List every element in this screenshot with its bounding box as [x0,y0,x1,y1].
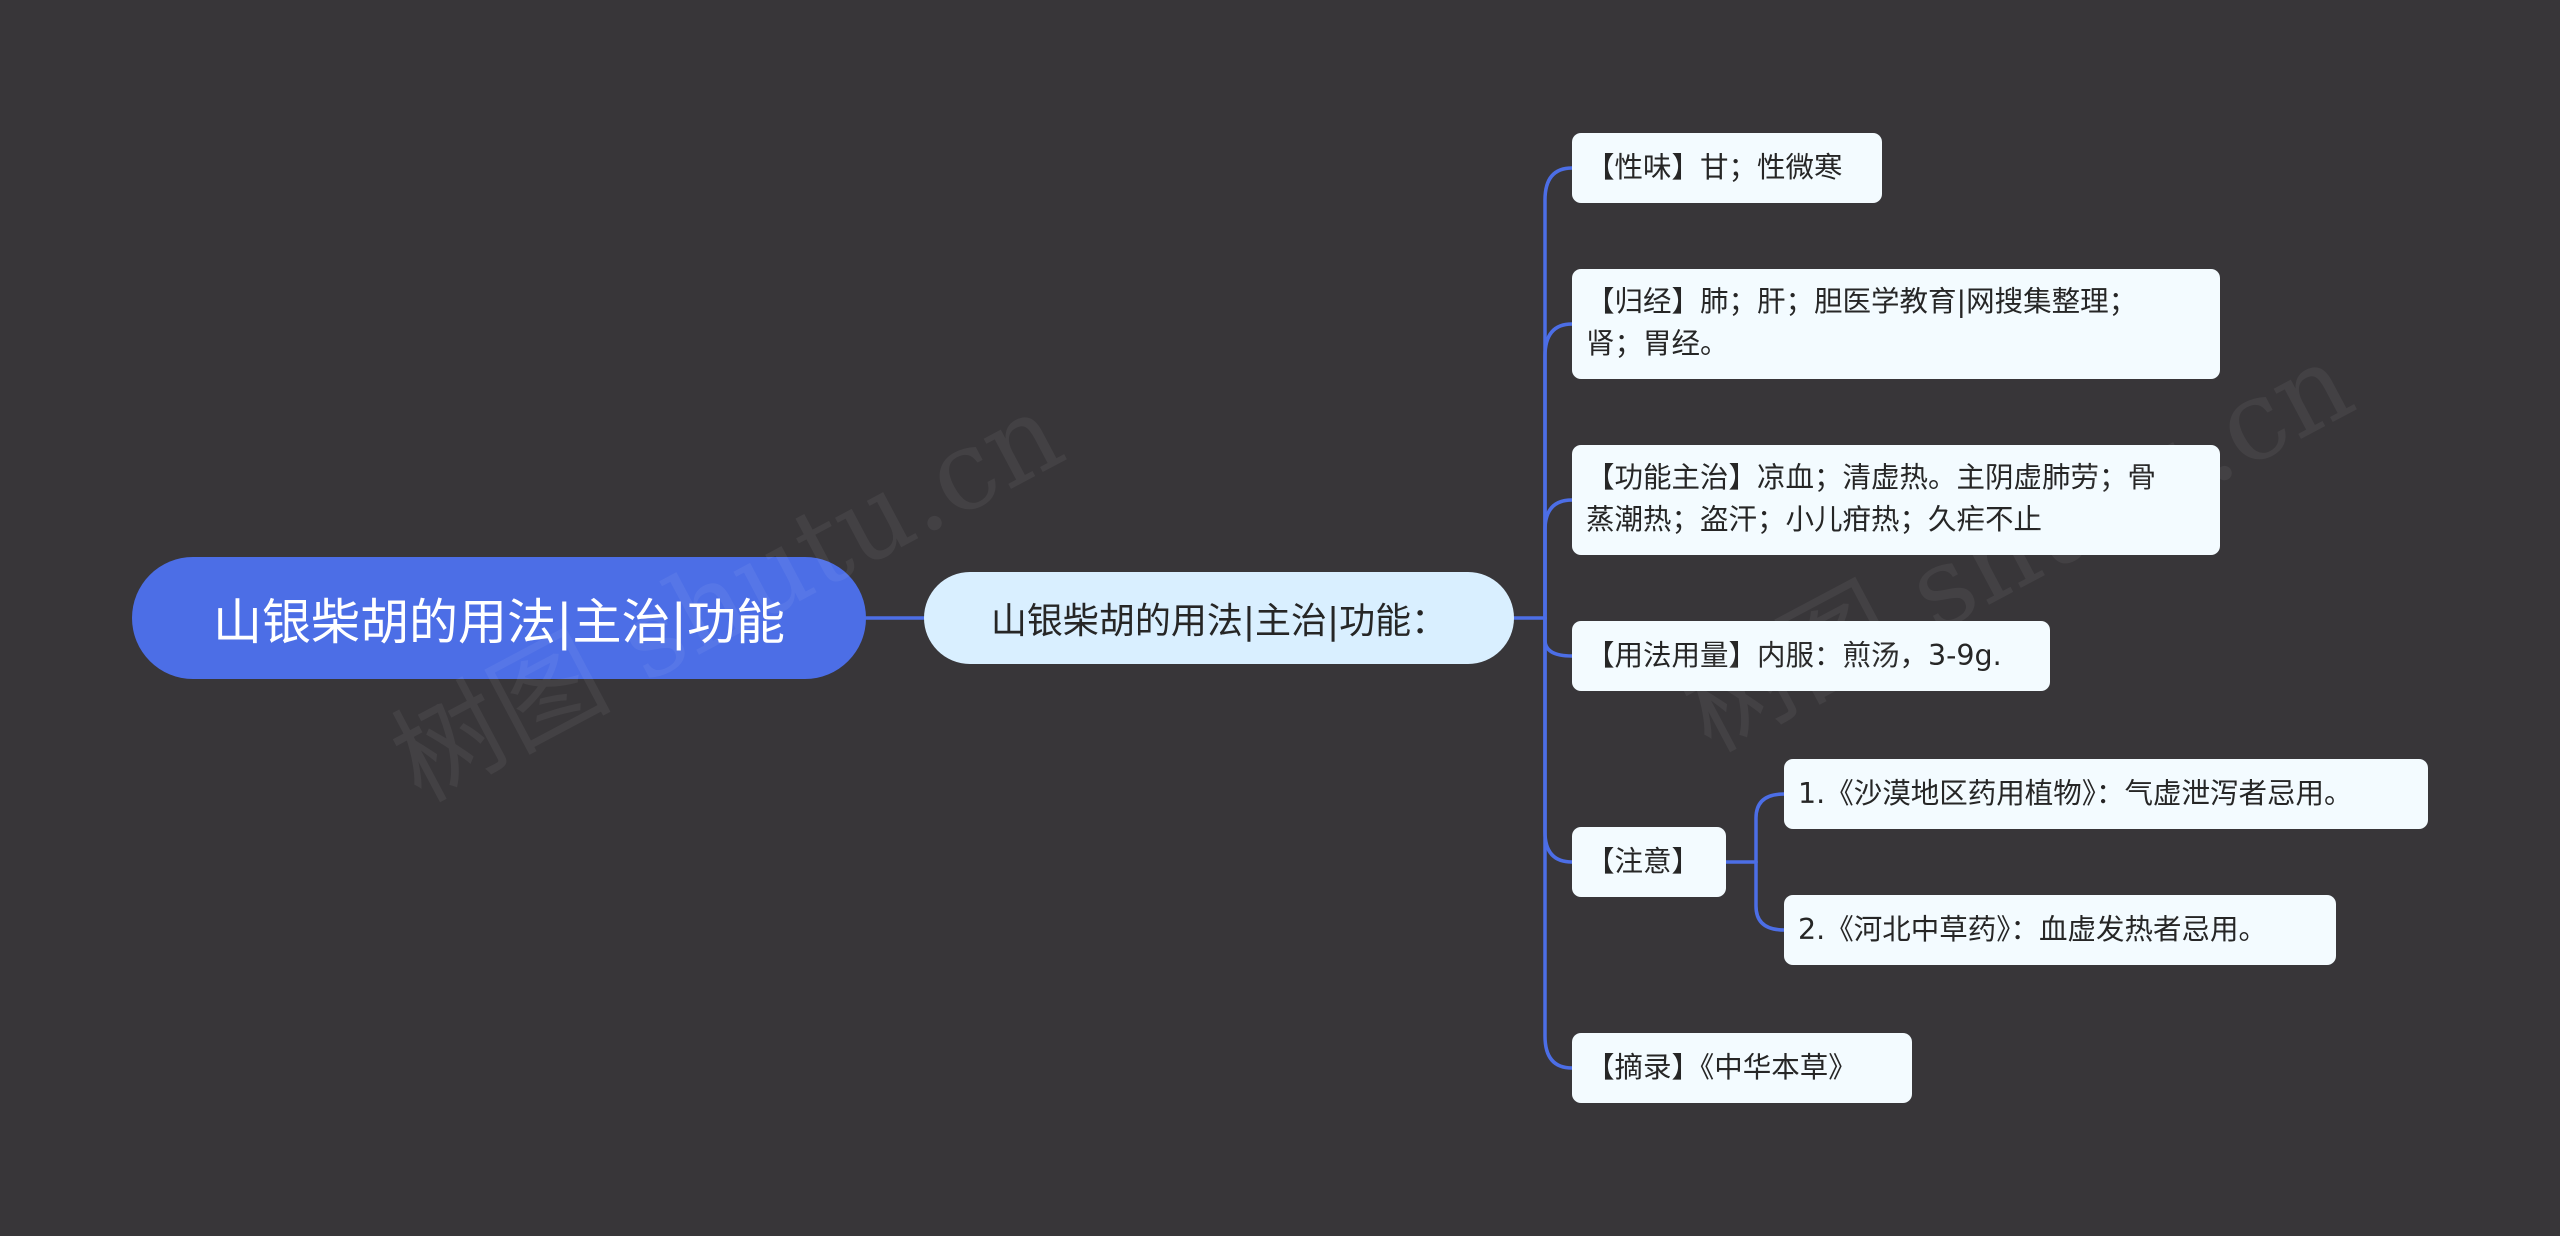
connector-branch-yongfa [1543,616,1574,658]
connector-zhuyi-child-1 [1754,792,1786,864]
branch-guijing[interactable]: 【归经】肺；肝；胆医学教育|网搜集整理； 肾；胃经。 [1572,269,2220,379]
branch-gongneng-text: 【功能主治】凉血；清虚热。主阴虚肺劳；骨 蒸潮热；盗汗；小儿疳热；久疟不止 [1586,457,2156,541]
connector-zhuyi-child-2 [1754,860,1786,932]
branch-xingwei[interactable]: 【性味】甘；性微寒 [1572,133,1882,203]
branch-yongfa[interactable]: 【用法用量】内服：煎汤，3-9g. [1572,621,2050,691]
zhuyi-child-2[interactable]: 2.《河北中草药》：血虚发热者忌用。 [1784,895,2336,965]
root-topic[interactable]: 山银柴胡的用法|主治|功能 [132,557,866,679]
branch-yongfa-label: 【用法用量】内服：煎汤，3-9g. [1586,639,2002,672]
connector-branch-xingwei [1543,166,1574,620]
branch-zhuyi-label: 【注意】 [1586,845,1701,878]
zhuyi-child-1[interactable]: 1.《沙漠地区药用植物》：气虚泄泻者忌用。 [1784,759,2428,829]
branch-xingwei-label: 【性味】甘；性微寒 [1586,151,1843,184]
connector-branch-gongneng [1543,498,1574,620]
main-topic[interactable]: 山银柴胡的用法|主治|功能： [924,572,1514,664]
branch-guijing-text: 【归经】肺；肝；胆医学教育|网搜集整理； 肾；胃经。 [1586,281,2137,365]
branch-zhailu[interactable]: 【摘录】《中华本草》 [1572,1033,1912,1103]
branch-gongneng[interactable]: 【功能主治】凉血；清虚热。主阴虚肺劳；骨 蒸潮热；盗汗；小儿疳热；久疟不止 [1572,445,2220,555]
root-topic-label: 山银柴胡的用法|主治|功能 [212,593,786,651]
branch-zhuyi[interactable]: 【注意】 [1572,827,1726,897]
branch-zhailu-label: 【摘录】《中华本草》 [1586,1051,1857,1084]
zhuyi-child-1-label: 1.《沙漠地区药用植物》：气虚泄泻者忌用。 [1798,777,2353,810]
branch-guijing-line-2: 肾；胃经。 [1586,327,1729,360]
connector-branch-guijing [1543,322,1574,620]
branch-gongneng-line-2: 蒸潮热；盗汗；小儿疳热；久疟不止 [1586,503,2043,536]
branch-guijing-line-1: 【归经】肺；肝；胆医学教育|网搜集整理； [1586,285,2138,318]
zhuyi-child-2-label: 2.《河北中草药》：血虚发热者忌用。 [1798,913,2267,946]
branch-gongneng-line-1: 【功能主治】凉血；清虚热。主阴虚肺劳；骨 [1586,461,2157,494]
connector-branch-zhailu [1543,616,1574,1070]
main-topic-label: 山银柴胡的用法|主治|功能： [990,601,1448,642]
